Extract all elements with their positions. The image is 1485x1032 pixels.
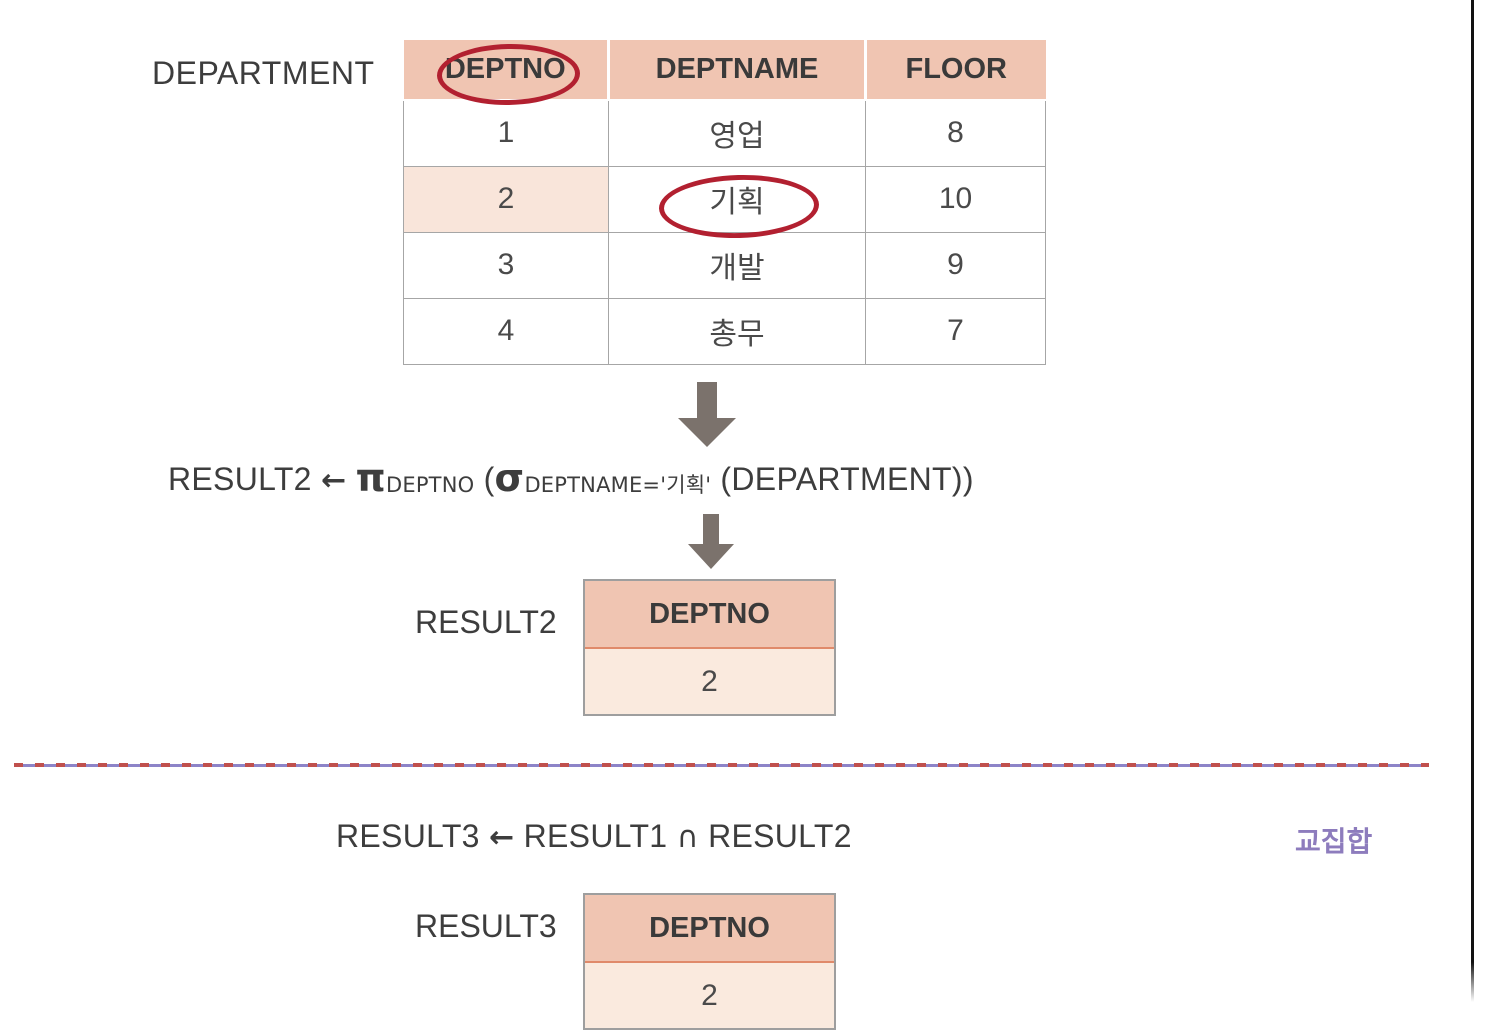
intersection-symbol-icon: ∩ bbox=[676, 820, 699, 855]
formula-target: RESULT3 bbox=[336, 818, 480, 854]
cell-deptno: 2 bbox=[403, 165, 609, 233]
cell-deptname: 기획 bbox=[608, 165, 866, 233]
cell-floor: 7 bbox=[865, 297, 1046, 365]
cell-deptname: 개발 bbox=[608, 231, 866, 299]
result2-label: RESULT2 bbox=[415, 604, 557, 640]
formula-inner-open-paren: ( bbox=[720, 461, 732, 497]
page-right-edge-fade bbox=[1471, 962, 1474, 1002]
assignment-arrow-icon: ← bbox=[320, 463, 347, 498]
page-right-edge bbox=[1471, 0, 1474, 962]
section-divider bbox=[14, 763, 1429, 768]
cell-deptno: 4 bbox=[403, 297, 609, 365]
table-row: 4 총무 7 bbox=[403, 297, 1046, 365]
cell-floor: 10 bbox=[865, 165, 1046, 233]
column-header-floor[interactable]: FLOOR bbox=[865, 40, 1046, 101]
cell-deptname: 총무 bbox=[608, 297, 866, 365]
formula-right-operand: RESULT2 bbox=[708, 818, 852, 854]
formula-relation-name: DEPARTMENT bbox=[731, 461, 952, 497]
column-header-deptname[interactable]: DEPTNAME bbox=[608, 40, 867, 101]
result2-cell-value: 2 bbox=[585, 649, 834, 714]
result3-cell-value: 2 bbox=[585, 963, 834, 1028]
projection-symbol: π bbox=[355, 456, 386, 500]
assignment-arrow-icon: ← bbox=[488, 820, 515, 855]
formula-open-paren: ( bbox=[483, 461, 495, 497]
table-row: 1 영업 8 bbox=[403, 99, 1046, 167]
formula-result2: RESULT2 ← πDEPTNO (σDEPTNAME='기획' (DEPAR… bbox=[168, 456, 974, 500]
projection-attributes: DEPTNO bbox=[385, 473, 475, 497]
department-table: DEPTNO DEPTNAME FLOOR 1 영업 8 2 기획 10 3 개… bbox=[403, 40, 1046, 365]
cell-deptno: 3 bbox=[403, 231, 609, 299]
down-arrow-icon bbox=[686, 514, 736, 575]
column-header-deptno[interactable]: DEPTNO bbox=[403, 40, 610, 101]
result2-table: DEPTNO 2 bbox=[583, 579, 836, 716]
result3-table: DEPTNO 2 bbox=[583, 893, 836, 1030]
selection-symbol: σ bbox=[494, 456, 525, 500]
formula-target: RESULT2 bbox=[168, 461, 312, 497]
cell-floor: 9 bbox=[865, 231, 1046, 299]
formula-left-operand: RESULT1 bbox=[523, 818, 668, 854]
formula-result3: RESULT3 ← RESULT1 ∩ RESULT2 bbox=[336, 818, 852, 855]
table-header-row: DEPTNO DEPTNAME FLOOR bbox=[403, 40, 1046, 101]
table-row: 2 기획 10 bbox=[403, 165, 1046, 233]
divider-dashed-overlay bbox=[14, 763, 1429, 767]
down-arrow-icon bbox=[676, 382, 738, 453]
selection-condition: DEPTNAME='기획' bbox=[524, 473, 712, 497]
intersection-note-label: 교집합 bbox=[1295, 826, 1373, 857]
cell-deptno: 1 bbox=[403, 99, 609, 167]
result2-column-header: DEPTNO bbox=[585, 581, 834, 649]
table-row: 3 개발 9 bbox=[403, 231, 1046, 299]
cell-floor: 8 bbox=[865, 99, 1046, 167]
result3-label: RESULT3 bbox=[415, 908, 557, 944]
result3-column-header: DEPTNO bbox=[585, 895, 834, 963]
cell-deptname: 영업 bbox=[608, 99, 866, 167]
formula-close-parens: )) bbox=[951, 461, 974, 497]
department-relation-label: DEPARTMENT bbox=[152, 55, 375, 91]
